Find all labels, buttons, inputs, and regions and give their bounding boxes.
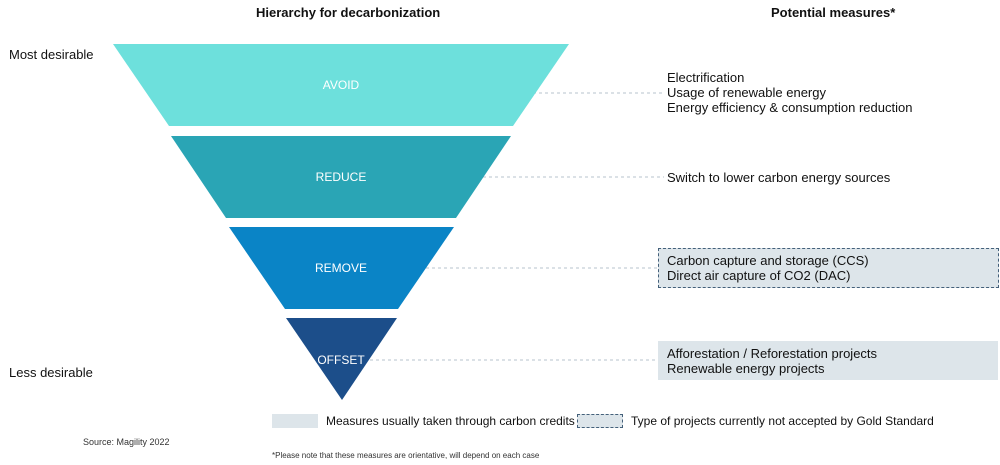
measure-item: Switch to lower carbon energy sources [667, 170, 891, 185]
measures-avoid: Electrification Usage of renewable energ… [667, 70, 912, 115]
legend-swatch-not-accepted [577, 414, 623, 428]
level-remove [229, 227, 454, 309]
level-reduce [171, 136, 511, 218]
measure-item: Afforestation / Reforestation projects [667, 346, 878, 361]
legend-label-not-accepted: Type of projects currently not accepted … [631, 414, 934, 428]
level-label-remove: REMOVE [315, 261, 367, 275]
measures-offset: Afforestation / Reforestation projects R… [667, 346, 877, 376]
measure-item: Renewable energy projects [667, 361, 825, 376]
measures-header: Potential measures* [771, 5, 896, 20]
most-desirable-label: Most desirable [9, 47, 94, 62]
less-desirable-label: Less desirable [9, 365, 93, 380]
measure-item: Usage of renewable energy [667, 85, 826, 100]
measure-item: Energy efficiency & consumption reductio… [667, 100, 913, 115]
level-offset [286, 318, 397, 400]
legend-swatch-credits [272, 414, 318, 428]
measures-offset-box [658, 341, 998, 380]
measures-remove: Carbon capture and storage (CCS) Direct … [667, 253, 869, 283]
measures-remove-box [658, 248, 999, 288]
hierarchy-header: Hierarchy for decarbonization [256, 5, 441, 20]
level-label-avoid: AVOID [323, 78, 360, 92]
measure-item: Electrification [667, 70, 745, 85]
source-text: Source: Magility 2022 [83, 437, 170, 447]
level-label-offset: OFFSET [317, 353, 365, 367]
footnote: *Please note that these measures are ori… [272, 451, 540, 460]
level-avoid [113, 44, 569, 126]
legend-label-credits: Measures usually taken through carbon cr… [326, 414, 575, 428]
measure-item: Carbon capture and storage (CCS) [667, 253, 869, 268]
measures-reduce: Switch to lower carbon energy sources [667, 170, 890, 185]
measure-item: Direct air capture of CO2 (DAC) [667, 268, 851, 283]
level-label-reduce: REDUCE [316, 170, 367, 184]
